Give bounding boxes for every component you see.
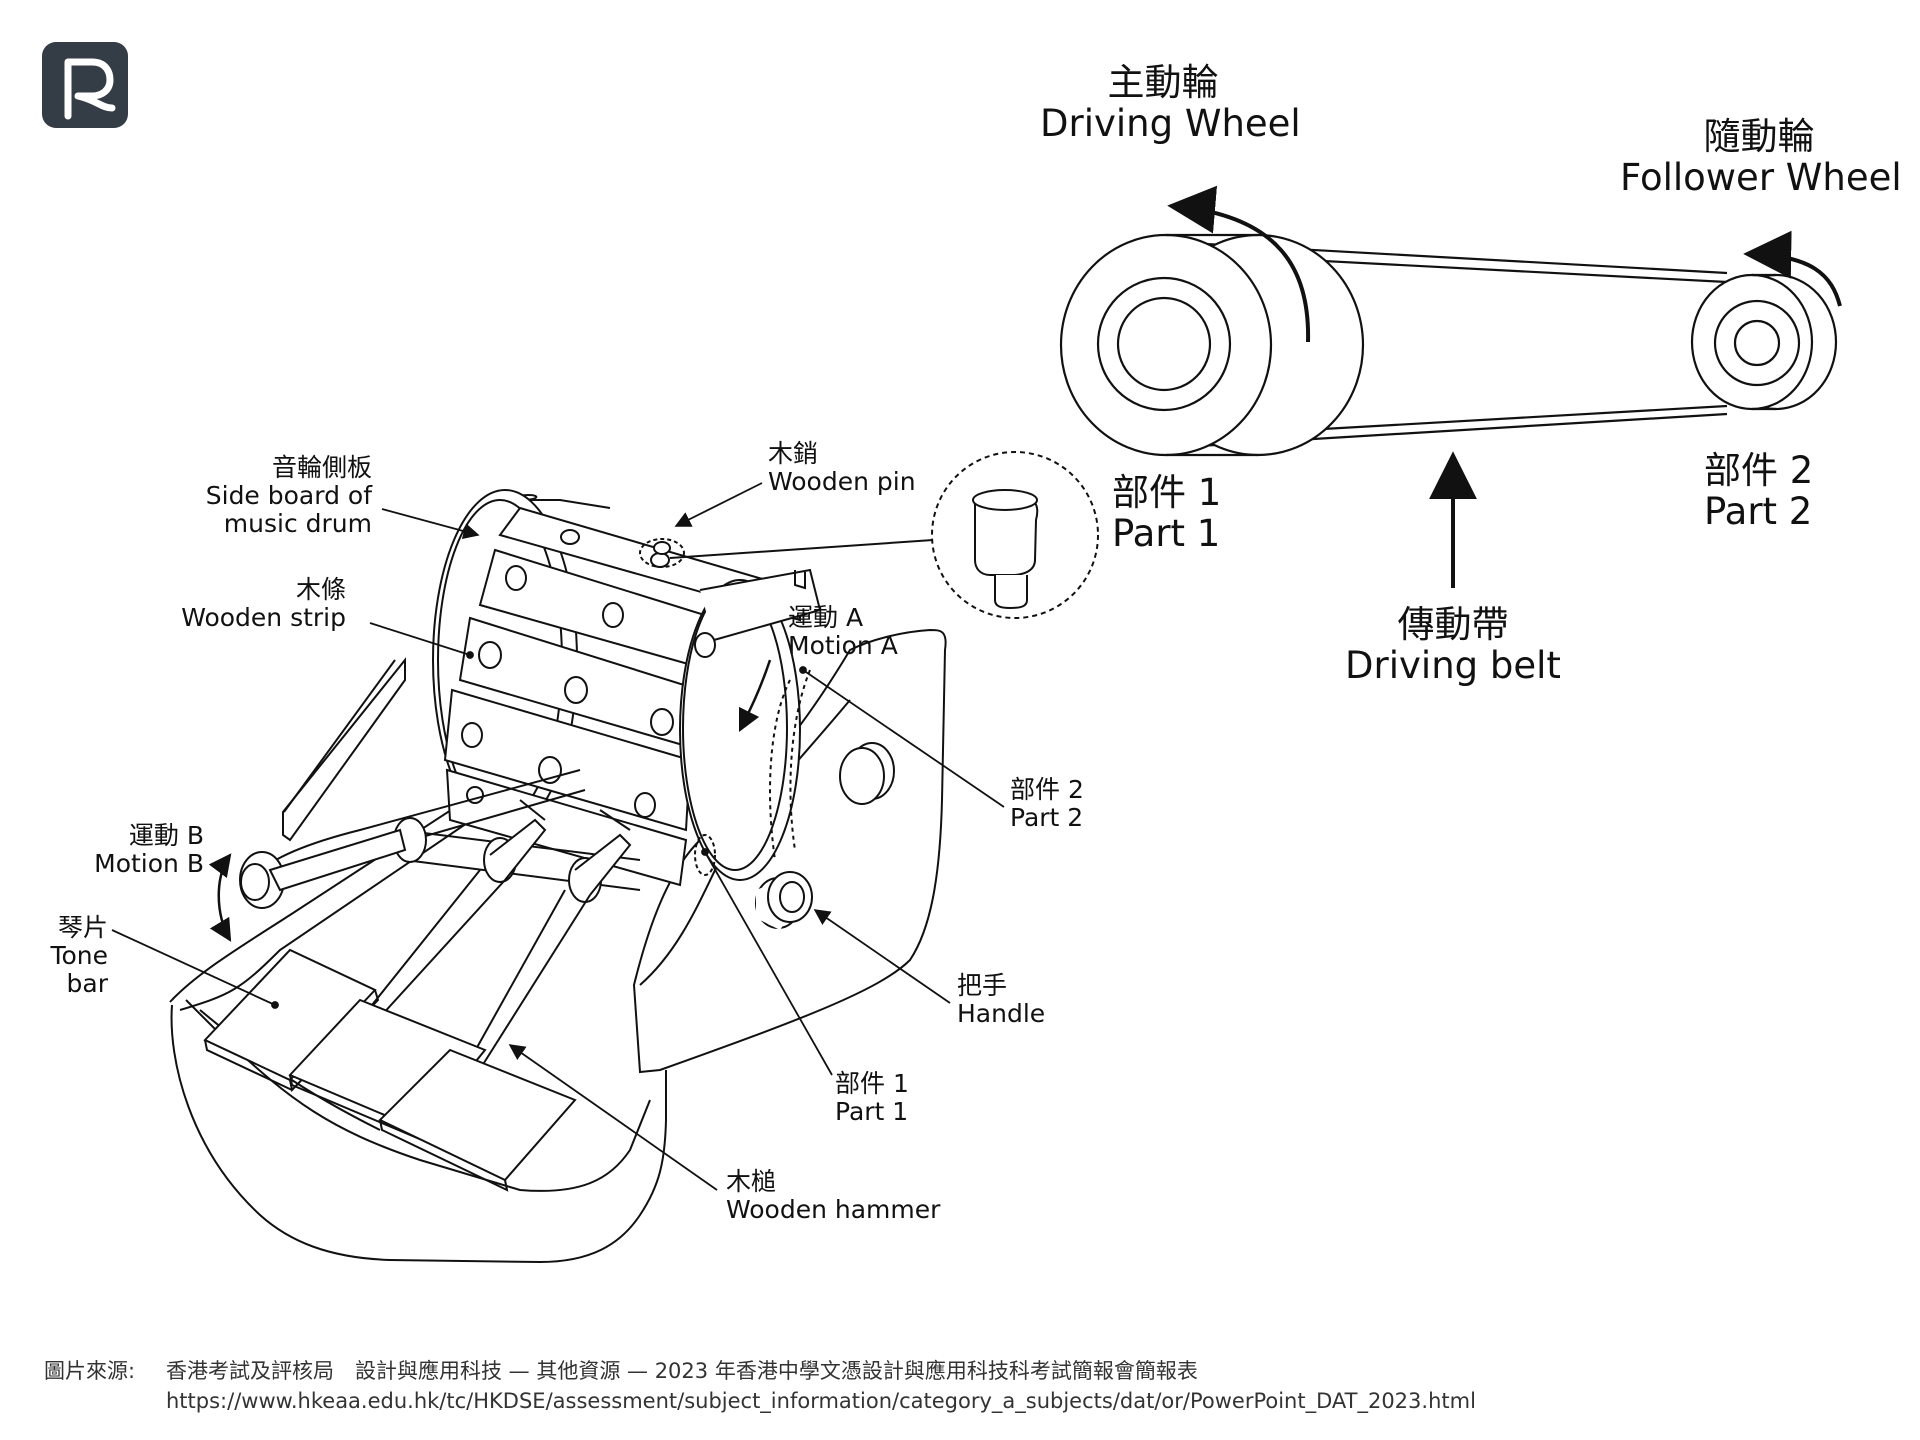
driving-belt-label: 傳動帶 Driving belt (1345, 603, 1561, 688)
source-text: 香港考試及評核局 設計與應用科技 — 其他資源 — 2023 年香港中學文憑設計… (166, 1359, 1198, 1383)
pulley-belt-diagram (1059, 185, 1842, 588)
wheel-part1-label: 部件 1 Part 1 (1112, 471, 1222, 556)
handle (755, 871, 813, 930)
drum-part2-label: 部件 2 Part 2 (1010, 775, 1084, 832)
tone-bar-label: 琴片 Tone bar (50, 913, 108, 998)
handle-label: 把手 Handle (957, 971, 1046, 1028)
driving-wheel-label: 主動輪 Driving Wheel (1040, 61, 1301, 146)
wooden-pin-detail (669, 451, 1099, 619)
motion-b-label: 運動 B Motion B (94, 821, 204, 878)
follower-wheel (1690, 273, 1838, 411)
source-url[interactable]: https://www.hkeaa.edu.hk/tc/HKDSE/assess… (166, 1389, 1476, 1414)
drum-part1-label: 部件 1 Part 1 (835, 1069, 909, 1126)
music-drum (432, 489, 822, 887)
wooden-strip-label: 木條 Wooden strip (181, 575, 346, 632)
driving-wheel (1059, 233, 1365, 457)
follower-wheel-label: 隨動輪 Follower Wheel (1620, 115, 1902, 200)
wheel-part2-label: 部件 2 Part 2 (1704, 449, 1814, 534)
leader-lines (111, 482, 1005, 1191)
source-label: 圖片來源: (44, 1359, 136, 1383)
music-box-drawing (111, 451, 1099, 1264)
side-board-label: 音輪側板 Side board of music drum (205, 453, 372, 538)
image-source-footer: 圖片來源: 香港考試及評核局 設計與應用科技 — 其他資源 — 2023 年香港… (44, 1356, 1476, 1417)
publisher-logo-icon (42, 42, 128, 128)
wooden-pin-label: 木銷 Wooden pin (768, 439, 916, 496)
motion-a-label: 運動 A Motion A (788, 603, 898, 660)
wooden-hammer-label: 木槌 Wooden hammer (726, 1167, 941, 1224)
tone-bars (203, 948, 577, 1192)
